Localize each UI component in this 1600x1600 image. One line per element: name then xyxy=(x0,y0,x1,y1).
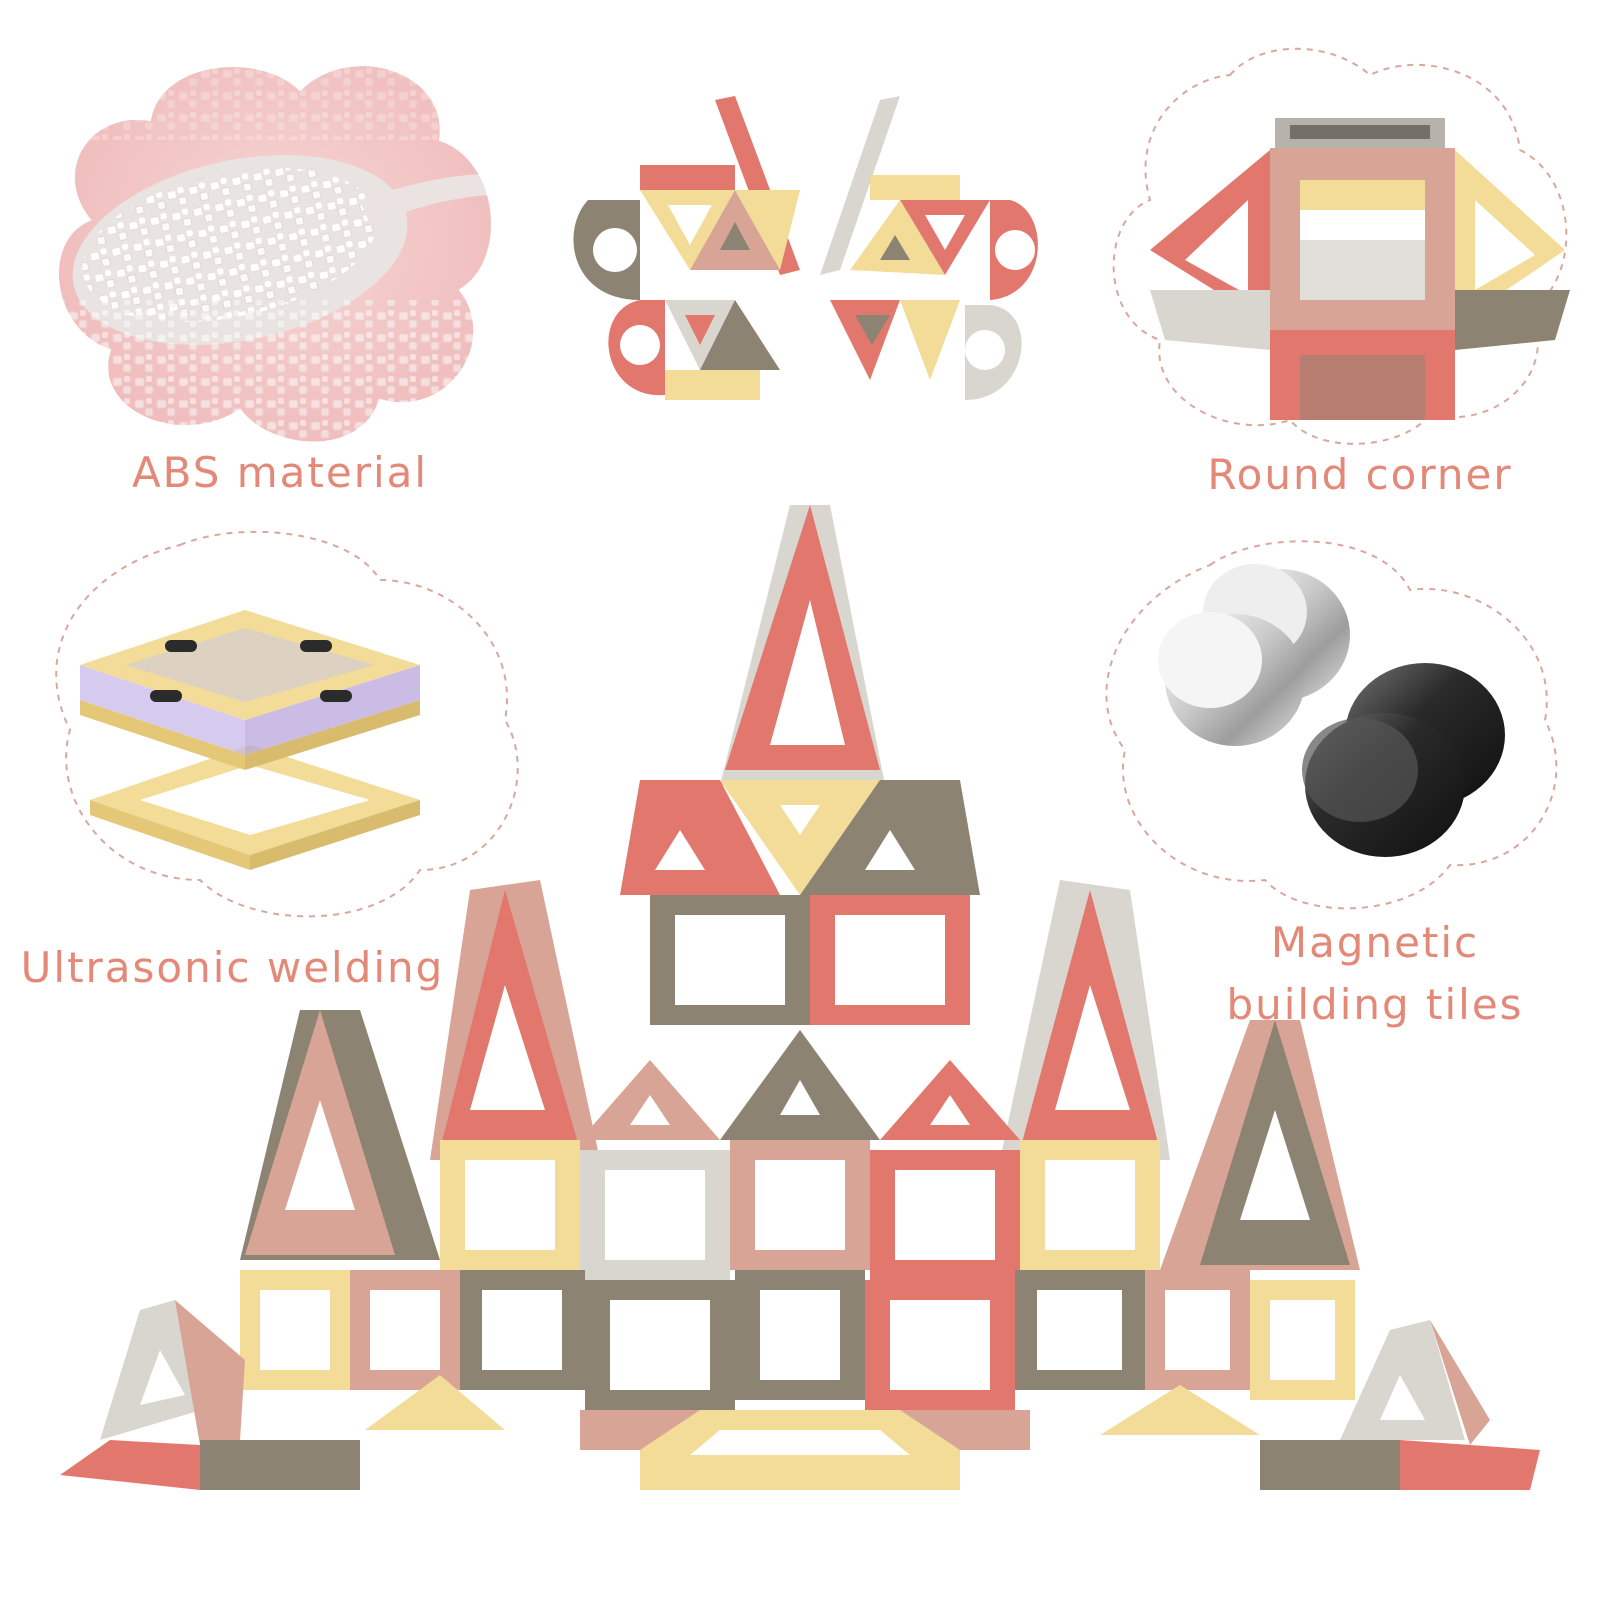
ultrasonic-welding-label: Ultrasonic welding xyxy=(20,943,445,992)
round-corner-label: Round corner xyxy=(1207,450,1513,499)
abs-material-label: ABS material xyxy=(131,448,429,497)
abs-material-photo xyxy=(57,64,493,444)
round-corner-illustration xyxy=(1112,47,1570,445)
tile-ball-illustration xyxy=(573,96,1038,400)
ultrasonic-welding-illustration xyxy=(55,530,519,918)
magnet-illustration xyxy=(1105,540,1558,910)
castle-illustration xyxy=(60,505,1540,1490)
magnetic-tiles-label: Magnetic building tiles xyxy=(1226,918,1524,1029)
